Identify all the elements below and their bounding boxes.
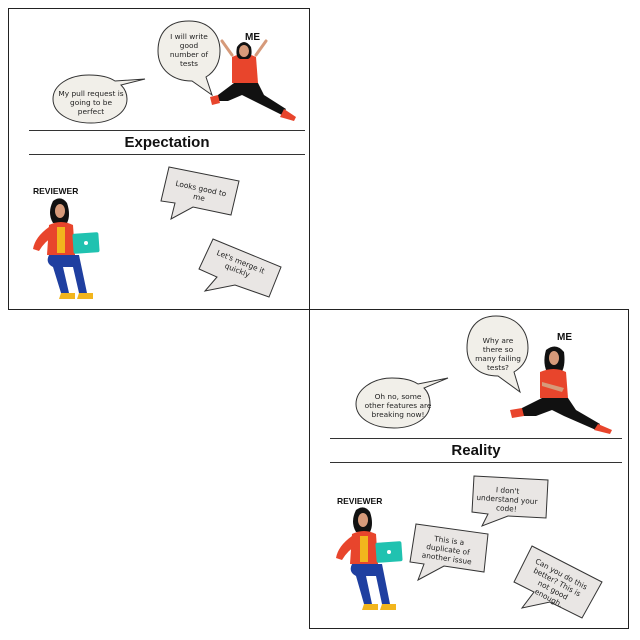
confused-note-bubble	[471, 475, 549, 527]
me-speech-bubble	[157, 20, 221, 97]
reviewer-figure	[33, 198, 100, 299]
header-bottom-rule	[29, 154, 305, 155]
me-bubble-text: I will write good number of tests	[169, 32, 209, 68]
breaking-speech-bubble	[355, 377, 449, 429]
reviewer-label: REVIEWER	[337, 496, 383, 506]
breaking-bubble-text: Oh no, some other features are breaking …	[364, 392, 432, 419]
duplicate-note-bubble	[409, 523, 489, 582]
header-top-rule	[29, 130, 305, 131]
header-top-rule	[330, 438, 622, 439]
criticism-note-bubble	[513, 545, 603, 619]
happy-developer-figure	[210, 39, 296, 121]
me-label: ME	[557, 332, 572, 343]
expectation-panel: I will write good number of tests My pul…	[8, 8, 310, 310]
merge-note-bubble	[198, 238, 282, 298]
reality-title: Reality	[451, 442, 501, 459]
pr-speech-bubble	[52, 74, 146, 124]
me-speech-bubble	[466, 315, 529, 394]
approval-note-bubble	[160, 166, 240, 220]
reality-panel: Why are there so many failing tests? Oh …	[309, 309, 629, 629]
confused-note-text: I don't understand your code!	[476, 485, 538, 514]
reviewer-figure	[336, 507, 403, 610]
header-bottom-rule	[330, 462, 622, 463]
pr-bubble-text: My pull request is going to be perfect	[58, 89, 124, 116]
reviewer-label: REVIEWER	[33, 186, 79, 196]
me-bubble-text: Why are there so many failing tests?	[475, 336, 521, 372]
expectation-title: Expectation	[124, 134, 210, 151]
me-label: ME	[245, 32, 260, 43]
frustrated-developer-figure	[510, 346, 612, 434]
